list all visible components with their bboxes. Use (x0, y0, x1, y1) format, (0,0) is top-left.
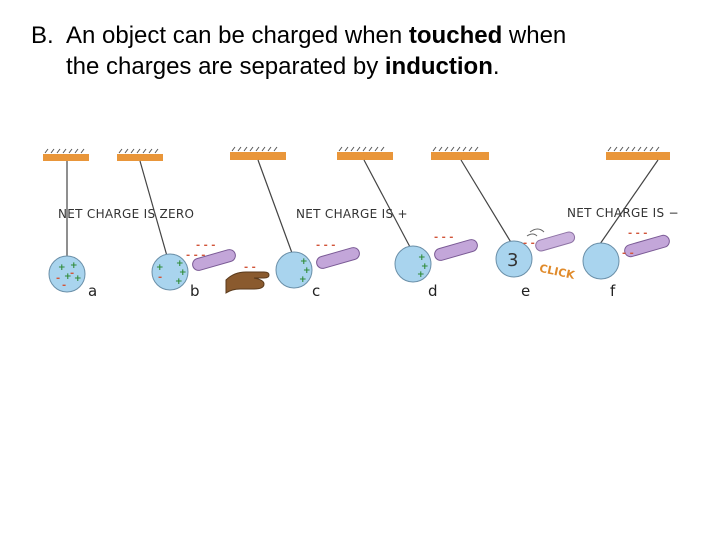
svg-text:- - -: - - - (196, 240, 215, 251)
svg-text:- -: - - (523, 238, 535, 249)
svg-text:-: - (56, 273, 60, 284)
line1-prefix: An object can be charged when (66, 22, 409, 49)
svg-text:- - -: - - - (186, 250, 205, 261)
svg-text:- - -: - - - (434, 232, 453, 243)
svg-text:+: + (176, 259, 184, 269)
ceiling-c (230, 146, 286, 160)
panel-label-b: b (190, 282, 200, 300)
svg-text:-: - (62, 280, 66, 291)
sphere-a: ++ ++ -- - (48, 255, 86, 293)
svg-text:-: - (158, 272, 162, 283)
ceiling-b (117, 148, 163, 161)
click-label: CLICK (538, 262, 576, 282)
svg-text:- -: - - (244, 262, 256, 273)
net-label-minus: NET CHARGE IS − (567, 206, 679, 220)
sphere-d: ++ + (394, 245, 432, 283)
line1-suffix: when (502, 22, 567, 49)
svg-text:+: + (175, 277, 183, 287)
bullet-line-2: the charges are separated by induction. (31, 51, 691, 82)
panel-label-c: c (312, 282, 320, 300)
ceiling-a (43, 148, 89, 161)
svg-text:+: + (417, 270, 425, 280)
svg-text:+: + (299, 275, 307, 285)
panel-label-f: f (610, 282, 616, 300)
svg-text:+: + (156, 263, 164, 273)
panel-label-a: a (88, 282, 97, 300)
ceiling-e (431, 146, 489, 160)
spark-icon (526, 228, 545, 237)
ceiling-d (337, 146, 393, 160)
rod-b: - - -- - - (186, 240, 236, 271)
line2-suffix: . (492, 53, 500, 80)
bullet-text: B.An object can be charged when touched … (31, 20, 691, 82)
svg-text:- - -: - - - (628, 228, 647, 239)
svg-text:+: + (421, 262, 429, 272)
svg-text:+: + (418, 253, 426, 263)
rod-e: - - (523, 231, 576, 252)
line2-bold: induction (384, 53, 493, 80)
bullet-label: B. (31, 22, 54, 49)
rod-f: - - - - - (622, 228, 670, 259)
svg-text:-: - (70, 268, 74, 279)
net-label-plus: NET CHARGE IS + (296, 207, 408, 221)
rod-d: - - - (434, 232, 478, 261)
svg-text:3: 3 (507, 250, 518, 271)
panel-label-e: e (521, 282, 530, 300)
svg-text:+: + (300, 257, 308, 267)
panel-label-d: d (428, 282, 438, 300)
ceiling-f (606, 146, 670, 160)
line1-bold: touched (408, 22, 503, 49)
rod-c: - - - (316, 240, 360, 269)
svg-text:+: + (179, 268, 187, 278)
hand-icon (225, 271, 270, 294)
strings (66, 159, 659, 257)
svg-text:+: + (58, 263, 66, 273)
line2-prefix: the charges are separated by (66, 53, 385, 80)
svg-text:+: + (74, 274, 82, 284)
sphere-e: 3 (495, 240, 533, 278)
svg-text:+: + (70, 261, 78, 271)
net-label-zero: NET CHARGE IS ZERO (58, 207, 194, 221)
svg-text:- - -: - - - (316, 240, 335, 251)
svg-text:- -: - - (622, 248, 634, 259)
sphere-b: ++ ++ - (151, 253, 189, 291)
svg-text:+: + (64, 272, 72, 282)
sphere-c: ++ + (275, 251, 313, 289)
svg-text:+: + (303, 266, 311, 276)
sphere-f (582, 242, 620, 280)
